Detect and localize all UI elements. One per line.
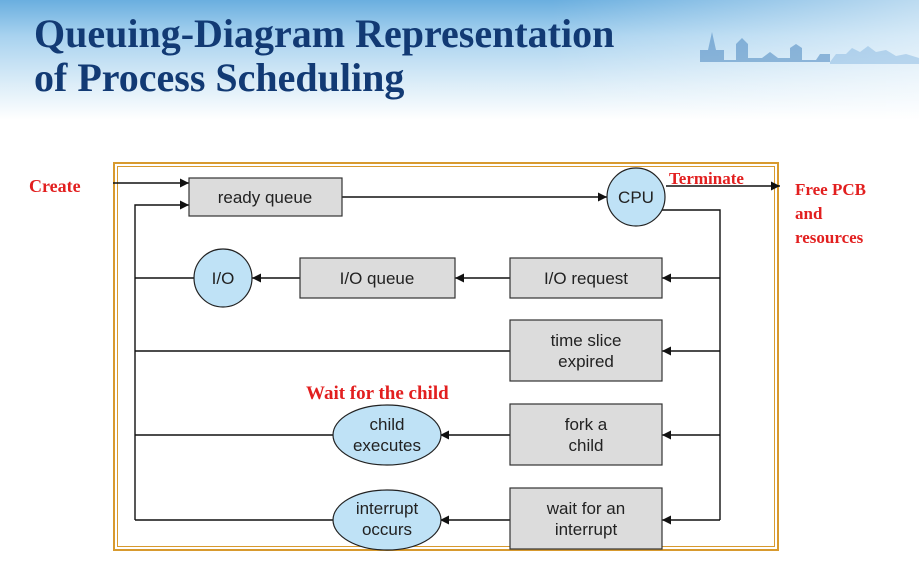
interrupt-occurs-label-2: occurs bbox=[362, 520, 412, 539]
ready-queue-box bbox=[188, 177, 343, 217]
time-slice-box bbox=[509, 319, 663, 382]
free-pcb-annotation-1: Free PCB bbox=[795, 180, 866, 199]
slide-title-line2: of Process Scheduling bbox=[34, 55, 405, 100]
slide-title: Queuing-Diagram Representation of Proces… bbox=[34, 12, 614, 100]
free-pcb-annotation-3: resources bbox=[795, 228, 864, 247]
interrupt-occurs-node bbox=[332, 489, 442, 551]
io-queue-box bbox=[299, 257, 456, 299]
cpu-out-trunk bbox=[660, 209, 721, 520]
io-label: I/O bbox=[212, 269, 235, 288]
child-executes-label-1: child bbox=[370, 415, 405, 434]
fork-box bbox=[509, 403, 663, 466]
free-pcb-annotation-2: and bbox=[795, 204, 823, 223]
wait-child-annotation: Wait for the child bbox=[306, 383, 449, 404]
time-slice-label-1: time slice bbox=[551, 331, 622, 350]
cpu-node bbox=[606, 167, 666, 227]
wait-interrupt-label-2: interrupt bbox=[555, 520, 618, 539]
child-executes-label-2: executes bbox=[353, 436, 421, 455]
wait-interrupt-box bbox=[509, 487, 663, 550]
io-queue-label: I/O queue bbox=[340, 269, 415, 288]
skyline-decoration bbox=[690, 32, 919, 64]
wait-interrupt-label-1: wait for an bbox=[546, 499, 625, 518]
io-node bbox=[193, 248, 253, 308]
child-executes-node bbox=[332, 404, 442, 466]
fork-label-1: fork a bbox=[565, 415, 608, 434]
diagram-frame bbox=[113, 162, 779, 551]
ready-queue-label: ready queue bbox=[218, 188, 313, 207]
io-request-label: I/O request bbox=[544, 269, 628, 288]
terminate-annotation: Terminate bbox=[669, 169, 744, 188]
create-annotation: Create bbox=[29, 176, 81, 196]
time-slice-label-2: expired bbox=[558, 352, 614, 371]
fork-label-2: child bbox=[569, 436, 604, 455]
io-request-box bbox=[509, 257, 663, 299]
slide-title-line1: Queuing-Diagram Representation bbox=[34, 11, 615, 56]
return-trunk-arrow bbox=[134, 200, 189, 520]
interrupt-occurs-label-1: interrupt bbox=[356, 499, 419, 518]
cpu-label: CPU bbox=[618, 188, 654, 207]
